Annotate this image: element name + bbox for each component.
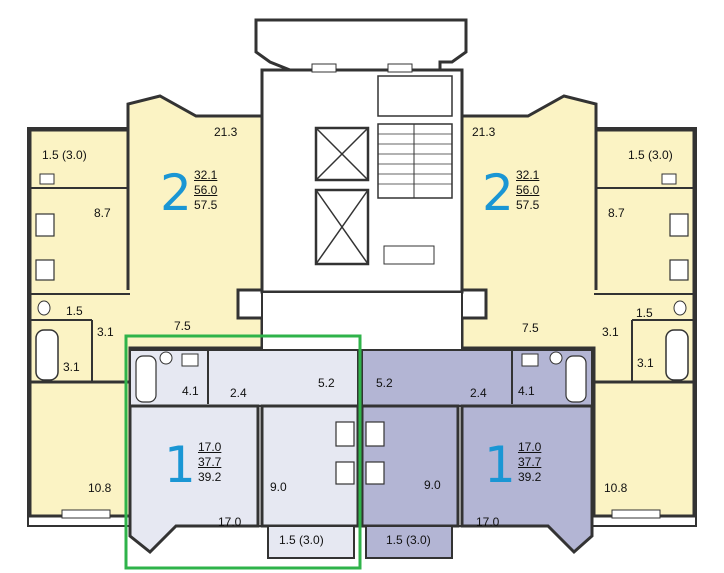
rooms-count-2room-left: 2 — [160, 164, 192, 222]
kitchen-area-label: 9.0 — [424, 478, 441, 492]
area-summary-1room-left: 17.0 37.7 39.2 — [198, 440, 221, 485]
hall-area-label: 2.4 — [230, 386, 247, 400]
hall-area-label: 5.2 — [318, 376, 335, 390]
area-summary-2room-left: 32.1 56.0 57.5 — [194, 168, 217, 213]
total-area: 37.7 — [518, 455, 542, 469]
total-area-with-balcony: 57.5 — [516, 198, 540, 212]
bath-area-label: 3.1 — [63, 360, 80, 374]
bath-area-label: 4.1 — [518, 384, 535, 398]
balcony-area-label: 1.5 (3.0) — [279, 533, 324, 547]
apartment-2room-right[interactable] — [460, 94, 696, 519]
apartment-1room-right[interactable] — [360, 349, 594, 559]
hall-area-label: 2.4 — [470, 386, 487, 400]
total-area: 56.0 — [516, 183, 540, 197]
hall-area-label: 5.2 — [376, 376, 393, 390]
room-area-label: 17.0 — [476, 515, 500, 529]
room-area-label: 21.3 — [214, 125, 238, 139]
room-area-label: 10.8 — [604, 481, 628, 495]
rooms-count-2room-right: 2 — [482, 164, 514, 222]
kitchen-area-label: 8.7 — [608, 206, 625, 220]
balcony-area-label: 1.5 (3.0) — [386, 533, 431, 547]
total-area: 56.0 — [194, 183, 218, 197]
bath-area-label: 3.1 — [602, 325, 619, 339]
apartment-2room-left[interactable] — [28, 94, 264, 519]
bath-area-label: 3.1 — [637, 356, 654, 370]
total-area: 37.7 — [198, 455, 222, 469]
area-summary-1room-right: 17.0 37.7 39.2 — [518, 440, 541, 485]
kitchen-area-label: 9.0 — [270, 480, 287, 494]
kitchen-area-label: 8.7 — [94, 206, 111, 220]
bath-area-label: 4.1 — [182, 384, 199, 398]
living-area: 17.0 — [198, 440, 222, 454]
hall-area-label: 7.5 — [174, 319, 191, 333]
total-area-with-balcony: 39.2 — [518, 470, 542, 484]
total-area-with-balcony: 57.5 — [194, 198, 218, 212]
rooms-count-1room-right: 1 — [484, 436, 516, 494]
stair-elevator-core — [254, 18, 468, 351]
living-area: 17.0 — [518, 440, 542, 454]
total-area-with-balcony: 39.2 — [198, 470, 222, 484]
selected-apartment-frame — [124, 334, 362, 570]
apartment-1room-left[interactable] — [128, 349, 360, 559]
bath-area-label: 3.1 — [97, 325, 114, 339]
room-area-label: 21.3 — [472, 125, 496, 139]
room-area-label: 10.8 — [88, 481, 112, 495]
hall-area-label: 7.5 — [522, 321, 539, 335]
balcony-area-label: 1.5 (3.0) — [628, 148, 673, 162]
living-area: 32.1 — [194, 168, 218, 182]
wc-area-label: 1.5 — [66, 304, 83, 318]
living-area: 32.1 — [516, 168, 540, 182]
room-area-label: 17.0 — [218, 515, 242, 529]
area-summary-2room-right: 32.1 56.0 57.5 — [516, 168, 539, 213]
wc-area-label: 1.5 — [636, 306, 653, 320]
rooms-count-1room-left: 1 — [164, 436, 196, 494]
balcony-area-label: 1.5 (3.0) — [42, 148, 87, 162]
